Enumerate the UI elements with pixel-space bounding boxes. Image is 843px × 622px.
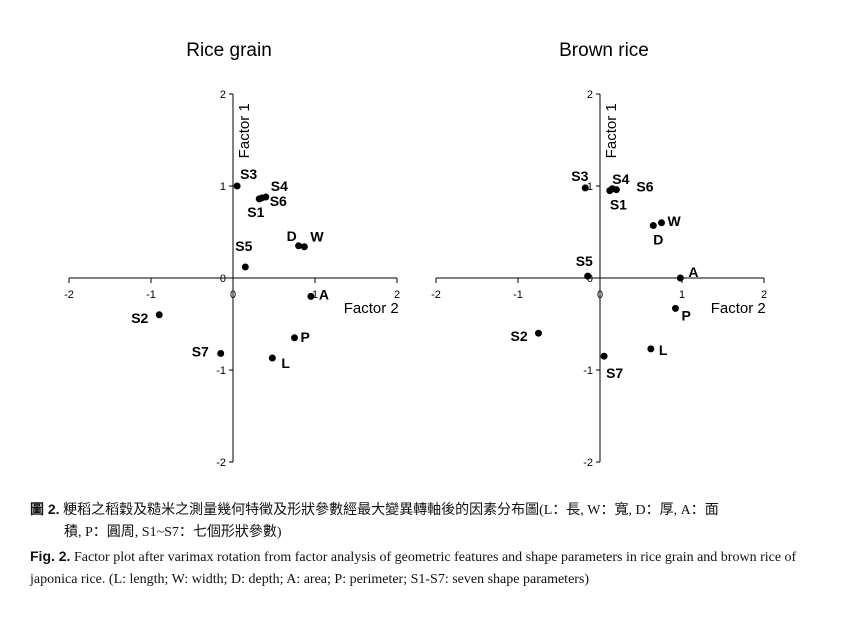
panel1-point-label-l: L <box>281 355 290 371</box>
caption-english: Fig. 2. Factor plot after varimax rotati… <box>30 545 830 591</box>
panel1-x-tick-label: 2 <box>394 289 400 301</box>
panel1-point-w <box>300 243 308 251</box>
panel2-x-tick-label: 1 <box>679 289 685 301</box>
panel1-x-axis-label: Factor 2 <box>344 300 399 317</box>
panel2-point-label-s5: S5 <box>576 253 593 269</box>
panel1-point-label-s7: S7 <box>192 343 209 359</box>
panel2-x-tick-label: -1 <box>513 289 523 301</box>
panel1-chart-title: Rice grain <box>186 40 272 61</box>
panel2-point-s3 <box>581 184 589 192</box>
panel1-point-label-p: P <box>301 329 310 345</box>
panel2-y-tick-label: 0 <box>587 273 593 285</box>
panel2-point-label-l: L <box>659 342 668 358</box>
panel2-point-s6 <box>612 186 620 194</box>
panel2-y-tick-label: -2 <box>583 457 593 469</box>
panel2-x-tick-label: 2 <box>761 289 767 301</box>
panel2-point-label-s1: S1 <box>610 197 627 213</box>
panel1-point-s7 <box>217 349 225 357</box>
panel1-y-tick-label: 2 <box>220 89 226 101</box>
panel2-point-label-s6: S6 <box>636 179 653 195</box>
panel1-point-d <box>295 242 303 250</box>
panel2-point-d <box>649 222 657 230</box>
panel1-y-tick-label: -1 <box>216 365 226 377</box>
caption-english-text: Factor plot after varimax rotation from … <box>30 550 797 587</box>
panel2-point-label-s2: S2 <box>511 328 528 344</box>
panel2-point-label-s3: S3 <box>571 168 588 184</box>
panel1-x-tick-label: 0 <box>230 289 236 301</box>
panel1-x-tick-label: -1 <box>146 289 156 301</box>
panel1-y-axis-label: Factor 1 <box>236 103 253 158</box>
panel1-point-label-d: D <box>287 228 297 244</box>
panel1-x-tick-label: -2 <box>64 289 74 301</box>
panel1-point-a <box>307 292 315 300</box>
panel1-point-label-s4: S4 <box>271 178 288 194</box>
panel2-point-s7 <box>600 352 608 360</box>
panel1-point-label-s5: S5 <box>235 238 252 254</box>
caption-chinese-label: 圖 2. <box>30 501 60 517</box>
panel1-y-tick-label: 1 <box>220 181 226 193</box>
caption-english-label: Fig. 2. <box>30 548 71 564</box>
panel1-point-s1 <box>255 195 263 203</box>
panel2-point-s5 <box>584 272 592 280</box>
panel2-point-w <box>658 219 665 227</box>
panel1-y-tick-label: 0 <box>220 273 226 285</box>
panel2-point-p <box>671 304 679 312</box>
panel2-x-axis-label: Factor 2 <box>711 300 766 317</box>
panel1-point-s3 <box>233 182 241 190</box>
panel2-x-tick-label: 0 <box>597 289 603 301</box>
panel2-point-l <box>647 345 655 353</box>
panel1-point-label-a: A <box>319 286 329 302</box>
panel2-point-label-a: A <box>688 264 698 280</box>
panel2-point-s1 <box>606 187 614 195</box>
panel1-point-label-w: W <box>310 229 324 245</box>
panel1-point-label-s6: S6 <box>270 193 287 209</box>
panel1-point-label-s3: S3 <box>240 166 257 182</box>
panel1-point-label-s2: S2 <box>131 310 148 326</box>
panel1-point-l <box>268 354 276 362</box>
panel2-point-label-d: D <box>653 232 663 248</box>
panel2-y-tick-label: -1 <box>583 365 593 377</box>
panel1-point-p <box>291 334 298 342</box>
panel2-point-label-s7: S7 <box>606 365 623 381</box>
panel2-point-a <box>676 274 684 282</box>
panel1-y-tick-label: -2 <box>216 457 226 469</box>
caption-chinese-line2: 積, P：圓周, S1~S7：七個形狀參數) <box>64 525 282 540</box>
panel2-point-label-p: P <box>681 307 690 323</box>
panel1-x-tick-label: 1 <box>312 289 318 301</box>
panel2-point-label-w: W <box>668 213 682 229</box>
panel2-y-tick-label: 1 <box>587 181 593 193</box>
caption-chinese: 圖 2. 粳稻之稻穀及糙米之測量幾何特徵及形狀參數經最大變異轉軸後的因素分布圖(… <box>30 498 830 544</box>
panel1-point-label-s1: S1 <box>247 204 264 220</box>
caption-chinese-line1: 粳稻之稻穀及糙米之測量幾何特徵及形狀參數經最大變異轉軸後的因素分布圖(L：長, … <box>63 503 719 518</box>
panel2-point-s2 <box>535 329 542 337</box>
panel2-chart-title: Brown rice <box>559 40 649 61</box>
panel1-point-s2 <box>155 311 163 319</box>
panel2-y-axis-label: Factor 1 <box>603 103 620 158</box>
panel2-x-tick-label: -2 <box>431 289 441 301</box>
panel2-y-tick-label: 2 <box>587 89 593 101</box>
panel1-point-s5 <box>241 263 249 271</box>
panel2-point-label-s4: S4 <box>612 171 629 187</box>
